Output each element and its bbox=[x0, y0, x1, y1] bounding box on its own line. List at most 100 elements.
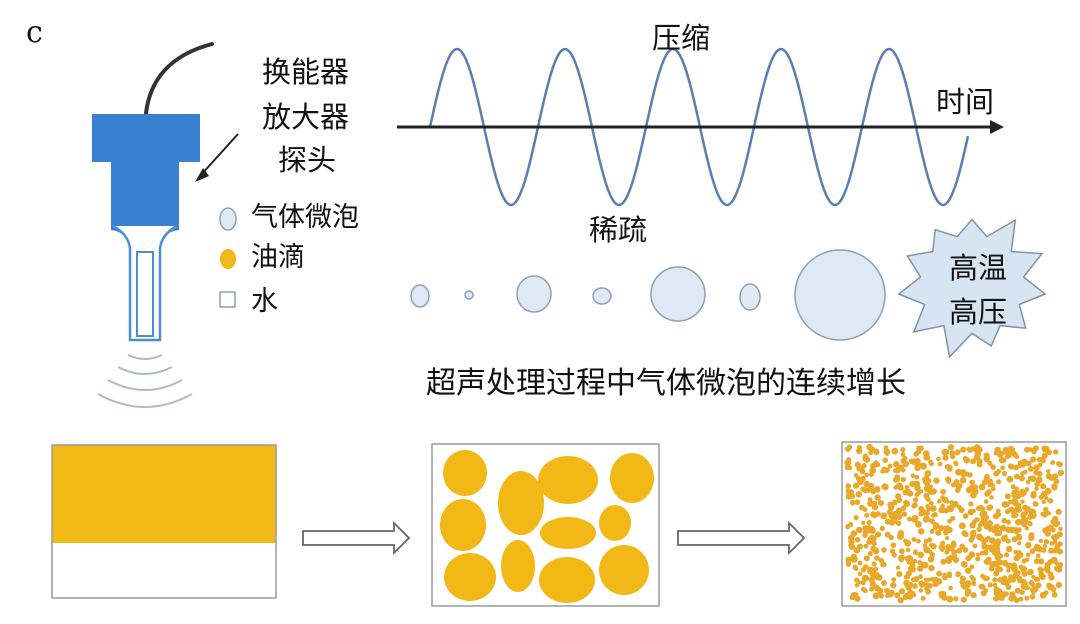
fine-oil-droplet bbox=[1050, 460, 1056, 465]
fine-oil-droplet bbox=[969, 564, 975, 570]
fine-oil-droplet bbox=[882, 483, 889, 491]
fine-oil-droplet bbox=[1028, 534, 1035, 541]
fine-oil-droplet bbox=[996, 479, 1002, 485]
fine-oil-droplet bbox=[942, 529, 949, 536]
fine-oil-droplet bbox=[989, 561, 996, 568]
fine-oil-droplet bbox=[895, 507, 903, 514]
fine-oil-droplet bbox=[853, 592, 859, 597]
fine-oil-droplet bbox=[852, 482, 860, 489]
fine-oil-droplet bbox=[891, 583, 897, 589]
fine-oil-droplet bbox=[925, 496, 931, 502]
process-arrow-1 bbox=[302, 520, 411, 556]
fine-oil-droplet bbox=[1020, 499, 1025, 504]
fine-oil-droplet bbox=[968, 551, 976, 558]
water-square-icon bbox=[219, 291, 236, 308]
fine-oil-droplet bbox=[983, 452, 990, 459]
fine-oil-droplet bbox=[895, 520, 902, 527]
fine-oil-droplet bbox=[979, 583, 986, 590]
fine-oil-droplet bbox=[941, 594, 948, 601]
fine-oil-droplet bbox=[914, 474, 920, 480]
fine-oil-droplet bbox=[1024, 595, 1030, 601]
fine-oil-droplet bbox=[909, 559, 914, 564]
fine-oil-droplet bbox=[859, 468, 866, 475]
fine-oil-droplet bbox=[969, 574, 974, 580]
legend-label-bubble: 气体微泡 bbox=[251, 202, 359, 233]
fine-oil-droplet bbox=[938, 591, 944, 597]
fine-oil-droplet bbox=[1057, 469, 1065, 476]
fine-oil-droplet bbox=[853, 473, 859, 478]
fine-oil-droplet bbox=[1022, 469, 1028, 475]
fine-oil-droplet bbox=[1011, 450, 1017, 457]
fine-oil-droplet bbox=[1030, 582, 1035, 587]
fine-oil-droplet bbox=[871, 500, 878, 507]
device-label-amplifier: 放大器 bbox=[262, 100, 349, 134]
fine-oil-droplet bbox=[1042, 543, 1048, 549]
fine-oil-droplet bbox=[975, 517, 980, 522]
fine-oil-droplet bbox=[854, 577, 860, 583]
fine-oil-droplet bbox=[1019, 475, 1025, 482]
fine-oil-droplet bbox=[867, 497, 873, 502]
fine-oil-droplet bbox=[1028, 466, 1034, 472]
fine-oil-droplet bbox=[1005, 538, 1011, 544]
fine-oil-droplet bbox=[959, 477, 967, 484]
fine-oil-droplet bbox=[854, 595, 861, 602]
fine-oil-droplet bbox=[971, 581, 977, 587]
fine-oil-droplet bbox=[884, 587, 890, 594]
fine-oil-droplet bbox=[953, 596, 959, 602]
fine-oil-droplet bbox=[876, 574, 883, 581]
fine-oil-droplet bbox=[1001, 458, 1007, 463]
fine-oil-droplet bbox=[1015, 492, 1022, 499]
fine-oil-droplet bbox=[969, 479, 975, 486]
fine-oil-droplet bbox=[922, 479, 928, 485]
fine-oil-droplet bbox=[907, 516, 912, 522]
fine-oil-droplet bbox=[948, 585, 953, 591]
fine-oil-droplet bbox=[856, 526, 863, 534]
fine-oil-droplet bbox=[920, 462, 927, 470]
fine-oil-droplet bbox=[1021, 570, 1028, 577]
fine-oil-droplet bbox=[874, 547, 879, 553]
fine-oil-droplet bbox=[860, 567, 867, 573]
fine-oil-droplet bbox=[1021, 458, 1028, 466]
panel-label: c bbox=[26, 15, 43, 50]
fine-oil-droplet bbox=[990, 464, 996, 470]
fine-oil-droplet bbox=[1014, 587, 1021, 594]
fine-oil-droplet bbox=[947, 596, 953, 602]
oil-droplet bbox=[610, 453, 654, 503]
bubble bbox=[410, 284, 430, 308]
fine-oil-droplet bbox=[1018, 564, 1024, 569]
fine-oil-droplet bbox=[1048, 547, 1055, 554]
fine-oil-droplet bbox=[1054, 560, 1059, 566]
fine-oil-droplet bbox=[854, 582, 860, 588]
fine-oil-droplet bbox=[1007, 499, 1013, 505]
fine-oil-droplet bbox=[1058, 526, 1063, 531]
oil-droplet bbox=[599, 545, 649, 595]
fine-oil-droplet bbox=[1012, 571, 1020, 578]
fine-oil-droplet bbox=[995, 529, 1003, 537]
fine-oil-droplet bbox=[897, 530, 905, 537]
fine-oil-droplet bbox=[887, 463, 893, 469]
fine-oil-droplet bbox=[986, 489, 992, 495]
device-label-probe: 探头 bbox=[278, 143, 336, 177]
fine-oil-droplet bbox=[1010, 484, 1016, 490]
fine-oil-droplet bbox=[946, 571, 952, 577]
fine-oil-droplet bbox=[1038, 494, 1044, 500]
fine-oil-droplet bbox=[1006, 452, 1012, 459]
fine-oil-droplet bbox=[929, 500, 934, 506]
hollow-arrow-icon bbox=[302, 520, 411, 556]
fine-oil-droplet bbox=[894, 592, 901, 599]
fine-oil-droplet bbox=[1017, 541, 1022, 546]
amplifier-block bbox=[111, 160, 179, 224]
fine-oil-droplet bbox=[904, 539, 912, 547]
fine-oil-droplet bbox=[929, 576, 935, 582]
fine-oil-droplet bbox=[917, 551, 925, 559]
fine-oil-droplet bbox=[1024, 487, 1030, 492]
fine-oil-droplet bbox=[998, 553, 1004, 559]
fine-oil-droplet bbox=[1006, 475, 1014, 483]
fine-oil-droplet bbox=[911, 503, 917, 509]
fine-oil-droplet bbox=[1057, 461, 1063, 468]
stage-1-separated bbox=[51, 444, 277, 599]
cable bbox=[144, 42, 214, 115]
fine-oil-droplet bbox=[854, 461, 861, 468]
oil-droplet bbox=[539, 557, 595, 603]
fine-oil-droplet bbox=[1046, 511, 1052, 516]
